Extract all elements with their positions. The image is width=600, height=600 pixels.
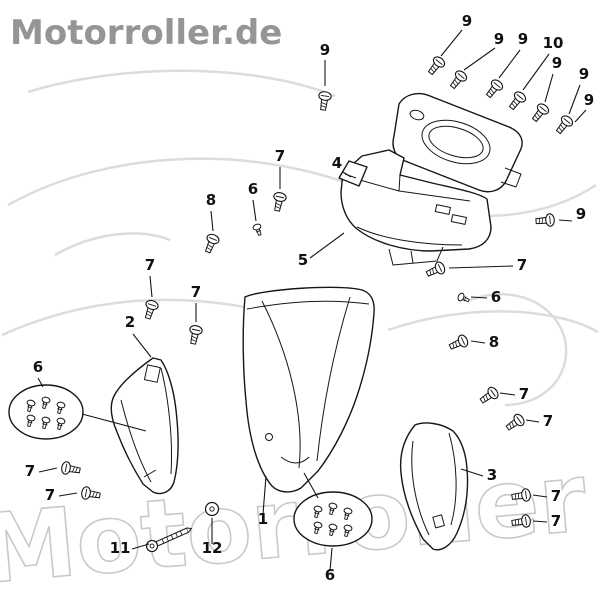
deco-panel-left-part-2 [110, 357, 179, 495]
callout-label: 7 [517, 256, 527, 274]
callout-label: 6 [33, 358, 43, 376]
callout-label: 6 [325, 566, 335, 584]
leader-line [309, 232, 345, 259]
screw-icon [505, 89, 529, 113]
callout-label: 7 [145, 256, 155, 274]
callout-label: 2 [125, 313, 135, 331]
callout-label: 11 [110, 539, 131, 557]
callout-label: 7 [519, 385, 529, 403]
bracket-part-4 [338, 160, 368, 187]
connector-line [81, 413, 147, 432]
callout-label: 7 [45, 486, 55, 504]
callout-label: 3 [487, 466, 497, 484]
leader-line [38, 467, 58, 473]
callout-label: 9 [579, 65, 589, 83]
screw-icon [482, 77, 506, 101]
leader-line [463, 47, 496, 71]
leader-line [470, 340, 486, 344]
clip-set-oval-left [8, 384, 84, 440]
screw-icon [447, 333, 471, 354]
callout-label: 6 [491, 288, 501, 306]
leader-line [262, 475, 267, 515]
front-cover-part-1 [242, 286, 375, 493]
leader-line [131, 543, 150, 550]
callout-label: 7 [551, 512, 561, 530]
screw-icon [528, 101, 552, 125]
callout-label: 10 [543, 34, 564, 52]
screw-icon [552, 113, 576, 137]
brand-watermark: Motorroller.de [10, 13, 282, 53]
callout-label: 9 [576, 205, 586, 223]
leader-lines [37, 29, 587, 572]
screw-icon [477, 384, 501, 407]
headlight-plate-part [392, 92, 523, 193]
leader-line [252, 199, 257, 222]
screw-icon [534, 212, 556, 228]
callout-label: 7 [25, 462, 35, 480]
callout-label: 7 [275, 147, 285, 165]
leader-line [448, 265, 514, 269]
screw-icon [424, 260, 448, 281]
screw-icon [424, 54, 448, 78]
leader-line [532, 520, 548, 523]
callout-label: 8 [489, 333, 499, 351]
callout-label: 12 [202, 539, 223, 557]
leader-line [558, 219, 573, 222]
callout-label: 9 [584, 91, 594, 109]
washer-part-12 [204, 501, 220, 517]
leader-line [498, 49, 521, 79]
clip-icon [251, 222, 265, 237]
callout-label: 7 [191, 283, 201, 301]
callout-label: 7 [543, 412, 553, 430]
leader-line [522, 53, 550, 91]
callout-label: 9 [320, 41, 330, 59]
screw-icon [186, 323, 204, 346]
leader-line [574, 109, 587, 123]
bolt-part-11 [145, 527, 193, 553]
leader-line [532, 494, 548, 498]
headlight-opening [421, 119, 491, 165]
screw-icon [446, 68, 470, 92]
leader-line [342, 171, 352, 178]
screw-icon [270, 190, 288, 213]
leader-line [568, 84, 581, 115]
leader-line [460, 468, 484, 477]
screw-icon [316, 90, 333, 112]
clip-icon [456, 291, 471, 305]
callout-label: 9 [552, 54, 562, 72]
callout-label: 1 [258, 510, 268, 528]
leader-line [544, 73, 554, 103]
screw-icon [60, 460, 82, 478]
screw-icon [503, 411, 527, 434]
leader-line [329, 547, 333, 572]
background-watermark-sketch [1, 69, 599, 407]
callout-label: 4 [332, 154, 342, 172]
callout-label: 9 [462, 12, 472, 30]
deco-panel-right-part-3 [399, 422, 469, 551]
screw-icon [201, 232, 221, 255]
callout-numbers: 9 9 9 9 10 9 9 9 9 7 6 8 7 7 2 6 7 7 11 … [25, 12, 594, 584]
leader-line [210, 210, 214, 232]
connector-line [303, 472, 319, 499]
callout-label: 5 [298, 251, 308, 269]
callout-label: 9 [494, 30, 504, 48]
leader-line [440, 29, 463, 57]
callout-label: 6 [248, 180, 258, 198]
clip-set-oval-right [293, 491, 373, 547]
leader-line [470, 296, 488, 299]
screw-icon [141, 298, 160, 321]
leader-line [149, 275, 153, 298]
leader-line [58, 492, 78, 497]
handlebar-cover-part-5 [340, 149, 492, 266]
leader-line [525, 419, 540, 423]
callout-label: 8 [206, 191, 216, 209]
leader-line [37, 377, 44, 388]
callout-label: 7 [551, 487, 561, 505]
callout-label: 9 [518, 30, 528, 48]
leader-line [132, 333, 152, 358]
leader-line [499, 392, 516, 396]
